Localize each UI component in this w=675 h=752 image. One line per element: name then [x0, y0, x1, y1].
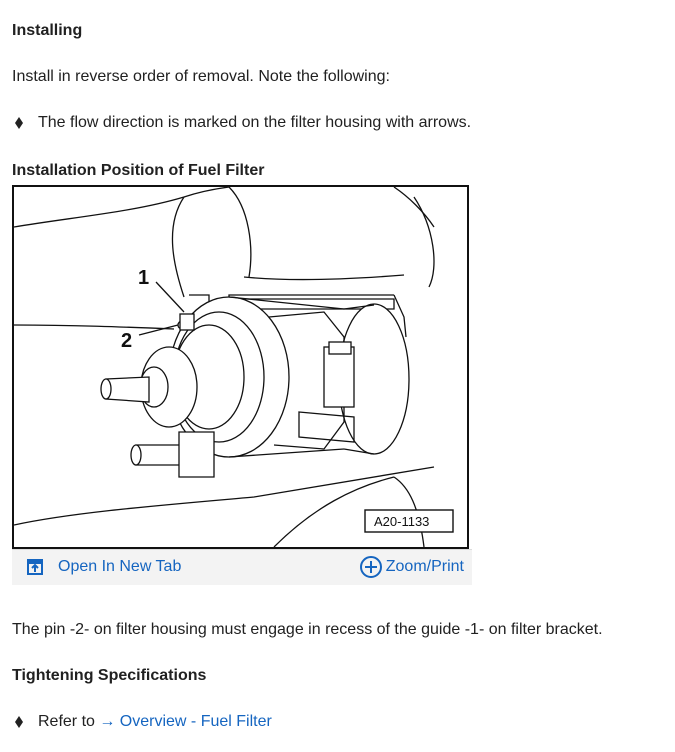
callout-1: 1	[138, 267, 149, 289]
overview-fuel-filter-link[interactable]: → Overview - Fuel Filter	[99, 713, 271, 731]
figure-toolbar: Open In New Tab Zoom/Print	[12, 549, 472, 585]
pin-note: The pin -2- on filter housing must engag…	[12, 621, 603, 638]
installing-heading: Installing	[12, 22, 83, 39]
zoom-label: Zoom/Print	[385, 558, 464, 575]
figure-title: Installation Position of Fuel Filter	[12, 162, 265, 179]
callout-2: 2	[121, 330, 132, 352]
install-note: Install in reverse order of removal. Not…	[12, 68, 390, 85]
diamond-bullet-icon	[15, 716, 23, 728]
overview-link-text: Overview - Fuel Filter	[115, 713, 272, 730]
torque-heading: Tightening Specifications	[12, 667, 207, 684]
figure-code: A20-1133	[374, 514, 429, 529]
open-in-new-tab-button[interactable]: Open In New Tab	[26, 558, 181, 576]
zoom-print-button[interactable]: Zoom/Print	[359, 555, 464, 579]
arrow-icon: →	[99, 713, 116, 730]
flow-bullet-item: The flow direction is marked on the filt…	[12, 114, 471, 132]
refer-bullet-item: Refer to → Overview - Fuel Filter	[12, 713, 272, 731]
refer-prefix: Refer to	[38, 713, 100, 730]
fuel-filter-illustration: 1 2 A20-1133	[14, 187, 454, 547]
flow-bullet-text: The flow direction is marked on the filt…	[38, 114, 472, 131]
zoom-plus-icon	[359, 556, 382, 578]
fuel-filter-figure[interactable]: 1 2 A20-1133	[12, 185, 469, 549]
open-tab-label: Open In New Tab	[58, 558, 182, 575]
diamond-bullet-icon	[15, 117, 23, 129]
open-new-tab-icon	[27, 559, 43, 575]
